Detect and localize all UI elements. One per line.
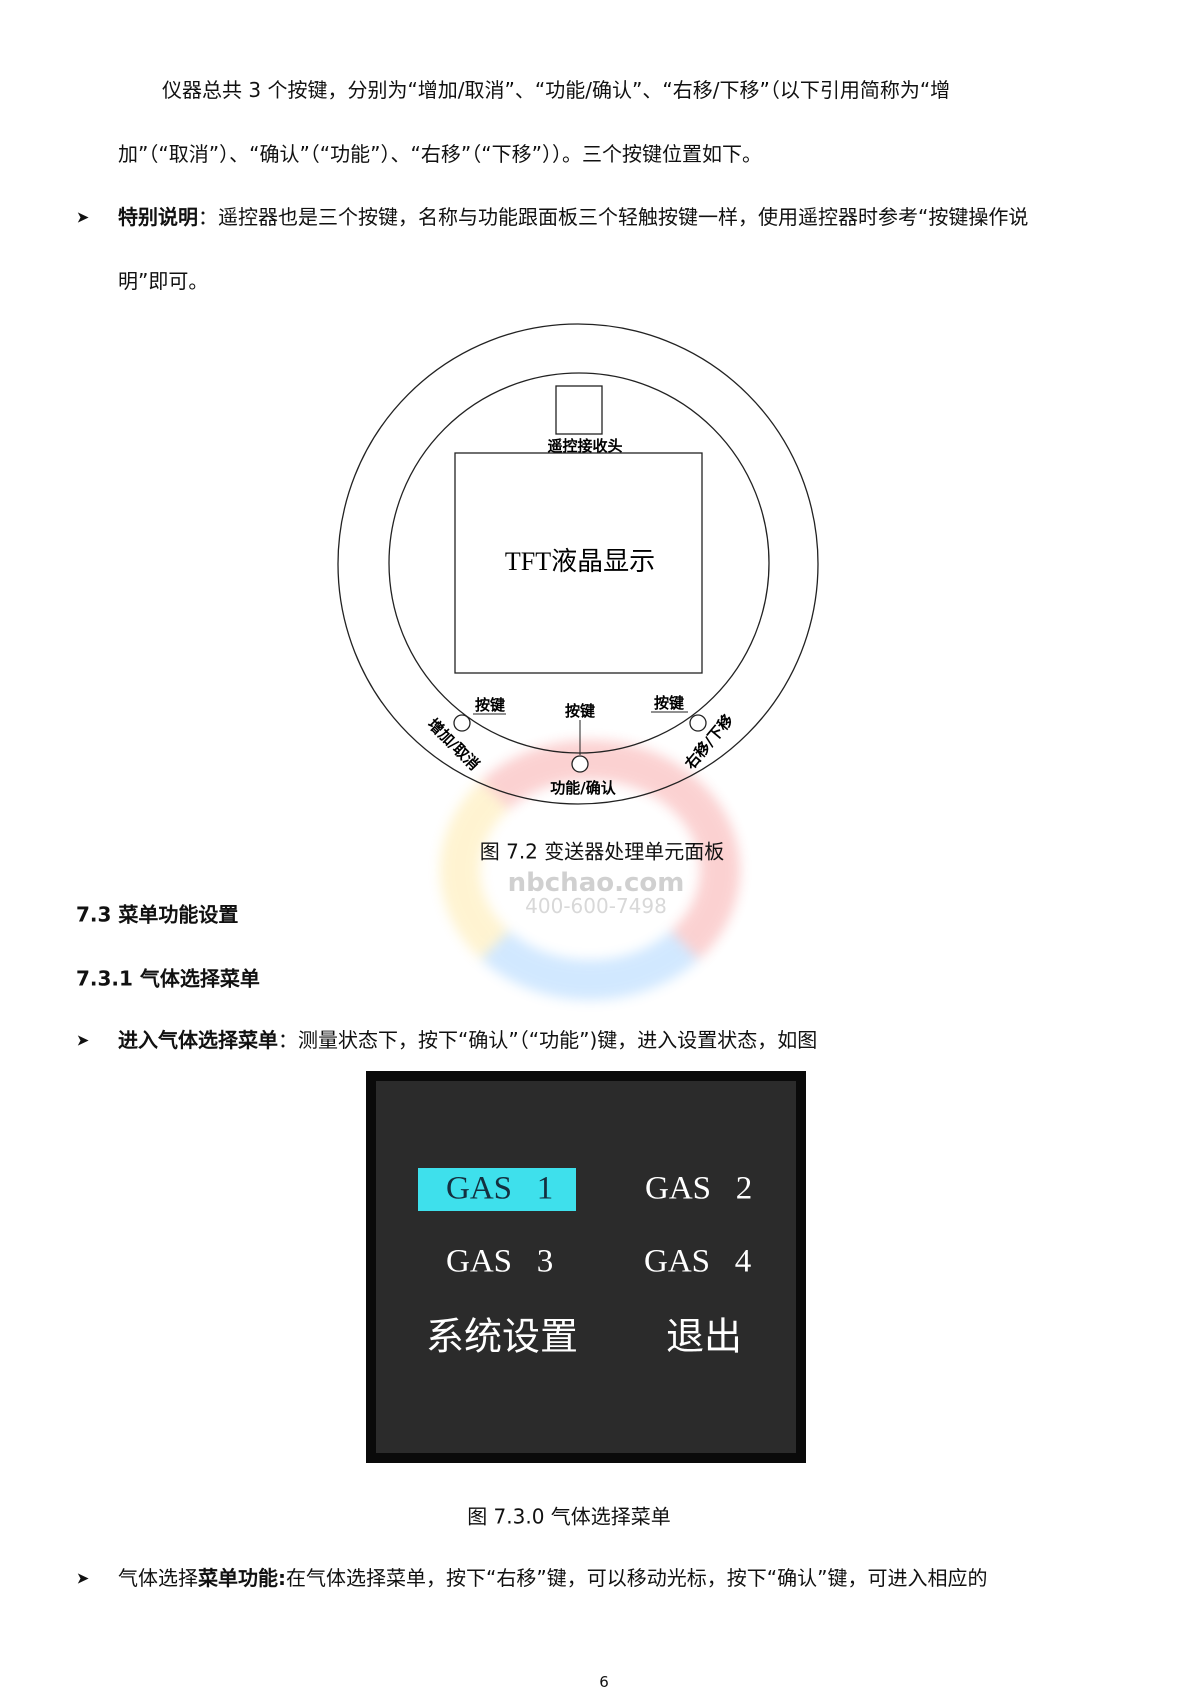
left-key-label: 按键 — [475, 696, 505, 714]
subsection-heading: 7.3.1 气体选择菜单 — [76, 966, 260, 991]
function-label: 菜单功能: — [198, 1566, 286, 1590]
enter-menu-paragraph: 进入气体选择菜单：测量状态下，按下“确认”（“功能”)键，进入设置状态，如图 — [118, 1028, 817, 1052]
center-key-name: 功能/确认 — [550, 779, 616, 797]
section-heading: 7.3 菜单功能设置 — [76, 902, 239, 927]
selection-highlight — [418, 1168, 576, 1211]
gas-select-screen: GAS 1 GAS 2 GAS 3 GAS 4 系统设置 退出 — [366, 1071, 806, 1463]
outer-ring — [337, 323, 819, 805]
page-number: 6 — [599, 1673, 609, 1691]
inner-ring — [388, 372, 770, 754]
menu-item-exit[interactable]: 退出 — [666, 1316, 743, 1359]
figure-caption: 图 7.2 变送器处理单元面板 — [479, 839, 725, 864]
watermark-phone: 400-600-7498 — [525, 894, 667, 918]
display-label: TFT液晶显示 — [505, 547, 655, 576]
note-text: ：遥控器也是三个按键，名称与功能跟面板三个轻触按键一样，使用遥控器时参考“按键操… — [198, 205, 1029, 229]
watermark-site: nbchao.com — [507, 868, 685, 898]
menu-item-gas-2[interactable]: GAS 2 — [645, 1170, 753, 1207]
right-key-button — [689, 714, 707, 732]
center-key-button — [571, 755, 589, 773]
right-key-label: 按键 — [654, 694, 684, 712]
function-text: 在气体选择菜单，按下“右移”键，可以移动光标，按下“确认”键，可进入相应的 — [286, 1566, 988, 1590]
function-prefix: 气体选择 — [118, 1566, 198, 1590]
paragraph-line: 仪器总共 3 个按键，分别为“增加/取消”、“功能/确认”、“右移/下移”（以下… — [162, 78, 951, 102]
menu-item-gas-1[interactable]: GAS 1 — [446, 1170, 554, 1207]
menu-function-paragraph: 气体选择菜单功能:在气体选择菜单，按下“右移”键，可以移动光标，按下“确认”键，… — [118, 1566, 987, 1590]
watermark — [400, 720, 800, 1020]
left-key-button — [453, 714, 471, 732]
enter-label: 进入气体选择菜单 — [118, 1028, 278, 1052]
arrowhead-bullet-icon: ➤ — [76, 1030, 90, 1050]
enter-text: ：测量状态下，按下“确认”（“功能”)键，进入设置状态，如图 — [278, 1028, 818, 1052]
figure-caption: 图 7.3.0 气体选择菜单 — [467, 1504, 671, 1529]
menu-item-system-settings[interactable]: 系统设置 — [426, 1316, 579, 1359]
receiver-label: 遥控接收头 — [547, 437, 622, 455]
remote-receiver — [555, 385, 603, 435]
center-key-label: 按键 — [565, 702, 595, 720]
arrowhead-bullet-icon: ➤ — [76, 207, 90, 227]
special-note: 特别说明：遥控器也是三个按键，名称与功能跟面板三个轻触按键一样，使用遥控器时参考… — [118, 205, 1028, 229]
arrowhead-bullet-icon: ➤ — [76, 1568, 90, 1588]
right-key-name: 右移/下移 — [681, 711, 737, 773]
note-label: 特别说明 — [118, 205, 198, 229]
paragraph-line: 明”即可。 — [118, 269, 209, 293]
menu-item-gas-3[interactable]: GAS 3 — [446, 1243, 554, 1280]
paragraph-line: 加”（“取消”）、“确认”（“功能”）、“右移”（“下移”））。三个按键位置如下… — [118, 142, 762, 166]
menu-item-gas-4[interactable]: GAS 4 — [644, 1243, 752, 1280]
panel-diagram: 遥控接收头 TFT液晶显示 按键 按键 按键 增加/取消 右移/下移 功能/确认 — [337, 323, 819, 805]
tft-display — [454, 452, 703, 674]
